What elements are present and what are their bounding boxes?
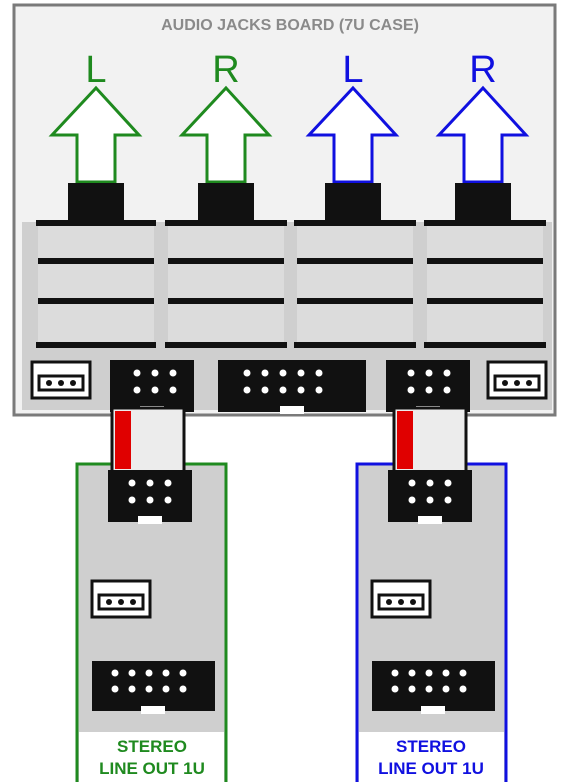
three-pin-header-icon: [90, 579, 152, 619]
ribbon-red-stripe: [115, 411, 131, 469]
ribbon-red-stripe: [397, 411, 413, 469]
ten-pin-idc-header-icon: [92, 661, 215, 714]
up-arrow-icon: [178, 85, 273, 184]
up-arrow-icon: [435, 85, 530, 184]
six-pin-idc-header-icon: [110, 360, 194, 414]
channel-label-1: L: [85, 49, 106, 91]
module-label-line1: STEREO: [117, 737, 187, 756]
channel-label-2: R: [212, 49, 239, 91]
three-pin-header-icon: [370, 579, 432, 619]
audio-jack-1: [36, 183, 156, 348]
up-arrow-icon: [305, 85, 400, 184]
module-label-line2: LINE OUT 1U: [99, 759, 205, 778]
line-out-module-1: STEREO LINE OUT 1U: [75, 406, 228, 782]
three-pin-header-icon: [486, 360, 548, 400]
six-pin-idc-header-icon: [386, 360, 470, 414]
board-title: AUDIO JACKS BOARD (7U CASE): [161, 17, 419, 34]
up-arrow-icon: [48, 85, 143, 184]
line-out-module-2: STEREO LINE OUT 1U: [355, 406, 508, 782]
audio-jack-3: [294, 183, 416, 348]
module-label-box: [79, 732, 224, 782]
audio-jack-2: [165, 183, 287, 348]
audio-jack-4: [424, 183, 546, 348]
module-label-line2: LINE OUT 1U: [378, 759, 484, 778]
module-label-line1: STEREO: [396, 737, 466, 756]
channel-label-3: L: [342, 49, 363, 91]
module-label-box: [359, 732, 504, 782]
three-pin-header-icon: [30, 360, 92, 400]
ten-pin-idc-header-icon: [218, 360, 366, 414]
ten-pin-idc-header-icon: [372, 661, 495, 714]
six-pin-idc-header-icon: [388, 470, 472, 524]
channel-label-4: R: [469, 49, 496, 91]
six-pin-idc-header-icon: [108, 470, 192, 524]
